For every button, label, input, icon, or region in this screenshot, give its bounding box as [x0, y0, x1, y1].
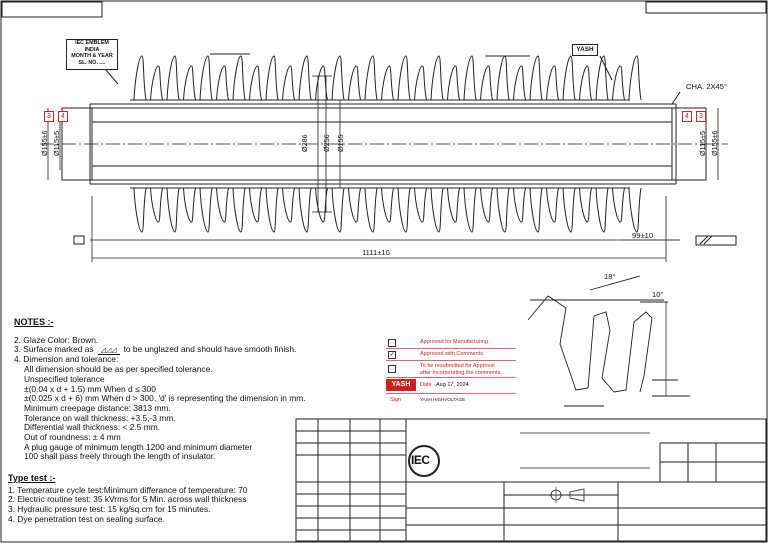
stamp-label-resubmit-1: To be resubmitted for Approval [420, 363, 495, 369]
stamp-divider [386, 393, 516, 394]
stamp-sign-value: YASH HIGHVOLTAGE [420, 397, 466, 402]
balloon-right-a: 4 [682, 111, 692, 122]
note-line: Tolerance on wall thickness: +3.5,-3 mm. [24, 412, 176, 423]
yash-box-text: YASH [576, 46, 594, 53]
note-line: Out of roundness: ± 4 mm [24, 432, 121, 443]
stamp-check-comments: ✓ [388, 351, 396, 359]
stamp-row-resubmit: To be resubmitted for Approval after inc… [386, 361, 516, 378]
dim-gauge: 99±10 [632, 231, 654, 240]
note-line: ±(0.025 x d + 6) mm When d > 300, 'd' is… [24, 393, 306, 404]
insulator-drawing [40, 53, 737, 262]
stamp-label-resubmit: To be resubmitted for Approval after inc… [420, 363, 502, 376]
note-line: 4. Dimension and tolerance: [14, 354, 119, 365]
emblem-line-1: IEC EMBLEM [75, 40, 109, 46]
note-line: 100 shall pass freely through the length… [24, 451, 216, 462]
notes-heading: NOTES :- [14, 317, 54, 327]
emblem-box: IEC EMBLEM INDIA MONTH & YEAR SL. NO. ..… [66, 39, 118, 70]
note-line-suffix: to be unglazed and should have smooth fi… [123, 344, 297, 355]
stamp-row-manufacturing: Approved for Manufacturing. [386, 337, 516, 349]
note-line: ±(0.04 x d + 1.5) mm When d ≤ 300 [24, 383, 156, 394]
balloon-right-b-text: 3 [699, 113, 703, 120]
note-line: Minimum creepage distance: 3813 mm. [24, 402, 171, 413]
stamp-date-value: Aug 17, 2024 [436, 382, 469, 388]
balloon-left-a-text: 3 [47, 113, 51, 120]
type-test-line: 1. Temperature cycle test:Minimum differ… [8, 484, 248, 495]
dim-right-outer: Ø155±6 [710, 130, 719, 156]
type-test-lines: 1. Temperature cycle test:Minimum differ… [8, 484, 248, 525]
detail-angle-right: 10° [652, 290, 664, 299]
emblem-line-2: INDIA [84, 46, 100, 53]
note-line: 3. Surface marked as◿◿◿to be unglazed an… [14, 344, 297, 356]
stamp-date-label: Date [420, 382, 432, 388]
balloon-right-b: 3 [696, 111, 706, 122]
balloon-left-b-text: 4 [61, 113, 65, 120]
note-line: Unspecified tolerance [24, 373, 105, 384]
dim-d256: Ø256 [322, 134, 331, 152]
balloon-left-b: 4 [58, 111, 68, 122]
dim-overall-length: 1111±10 [362, 248, 390, 257]
balloon-left-a: 3 [44, 111, 54, 122]
type-test-section: Type test :- 1. Temperature cycle test:M… [8, 473, 248, 525]
shed-profile-detail [527, 275, 690, 407]
detail-angle-top: 18° [604, 272, 616, 281]
type-test-line: 3. Hydraulic pressure test: 15 kg/sq.cm … [8, 504, 211, 515]
stamp-row-comments: ✓ Approved with Comments. [386, 349, 516, 361]
stamp-sign-label: Sign [390, 397, 402, 403]
stamp-check-resubmit [388, 365, 396, 373]
emblem-line-3: MONTH & YEAR [71, 53, 113, 60]
balloon-right-a-text: 4 [685, 113, 689, 120]
dim-left-outer: Ø155±6 [40, 130, 49, 156]
iec-logo: IEC [411, 453, 430, 467]
note-line: Differential wall thickness: < 2.5 mm. [24, 422, 160, 433]
dim-right-inner: Ø115±5 [698, 131, 707, 156]
notes-section: NOTES :- 2. Glaze Color: Brown.3. Surfac… [14, 317, 306, 462]
stamp-label-manufacturing: Approved for Manufacturing. [420, 339, 490, 345]
notes-lines: 2. Glaze Color: Brown.3. Surface marked … [14, 334, 306, 462]
stamp-logo: YASH [386, 379, 416, 391]
note-line: A plug gauge of minimum length 1200 and … [24, 441, 253, 452]
yash-box: YASH [572, 44, 598, 56]
note-line: 2. Glaze Color: Brown. [14, 334, 99, 345]
unglazed-surface-symbol: ◿◿◿ [97, 347, 120, 356]
stamp-logo-text: YASH [391, 381, 411, 388]
stamp-label-comments: Approved with Comments. [420, 351, 485, 357]
type-test-line: 2. Electric routine test: 35 kVrms for 5… [8, 494, 247, 505]
dim-d286: Ø286 [300, 134, 309, 152]
approval-stamp: Approved for Manufacturing. ✓ Approved w… [386, 337, 516, 407]
dim-left-inner: Ø115±5 [52, 131, 61, 156]
dim-d155: Ø155 [336, 134, 345, 152]
note-line: All dimension should be as per specified… [24, 364, 213, 375]
title-block [295, 418, 767, 542]
type-test-heading: Type test :- [8, 473, 56, 483]
stamp-check-manufacturing [388, 339, 396, 347]
emblem-line-4: SL. NO. .... [78, 59, 106, 66]
stamp-label-resubmit-2: after incorporating the comments. [420, 369, 502, 376]
type-test-line: 4. Dye penetration test on sealing surfa… [8, 513, 165, 524]
chamfer-note: CHA. 2X45° [686, 82, 728, 91]
